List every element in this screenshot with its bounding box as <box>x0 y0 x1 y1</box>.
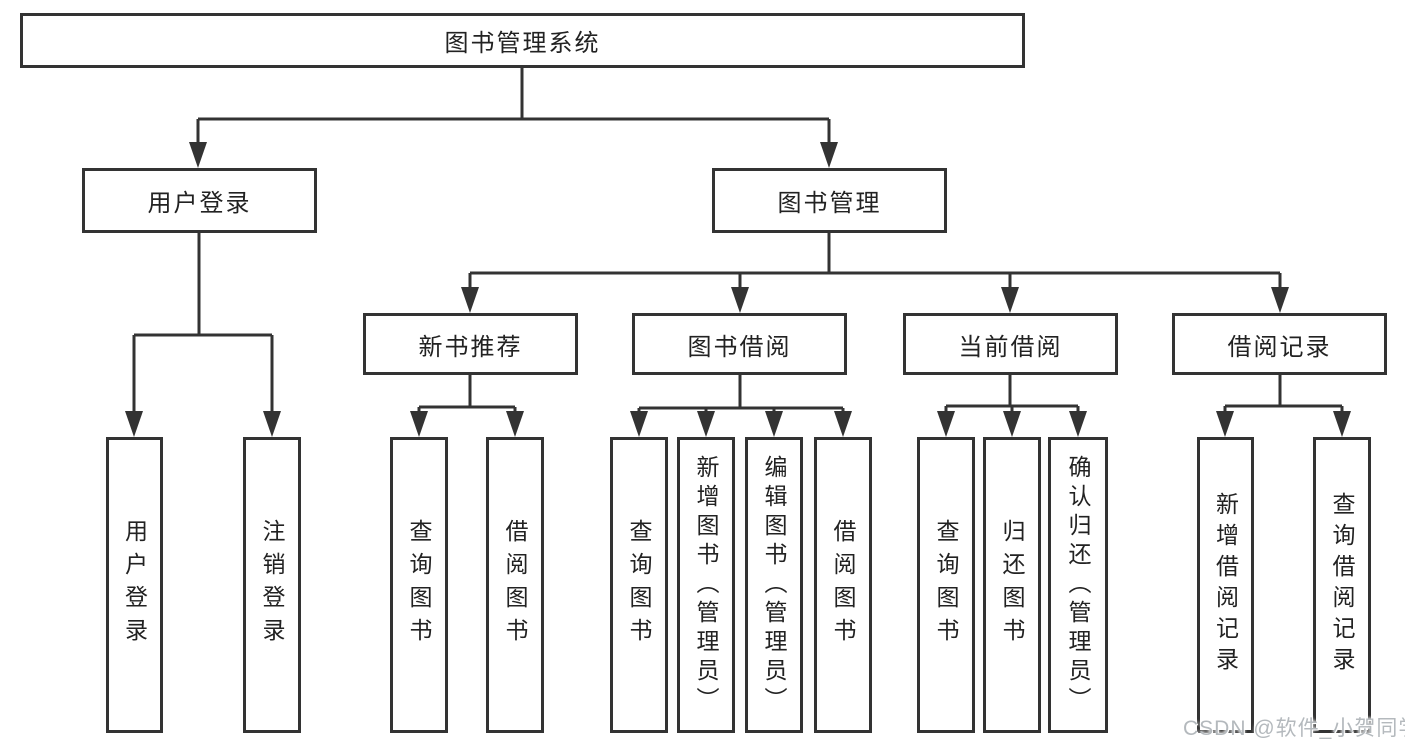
node-user-login-label: 用户登录 <box>147 190 252 217</box>
leaf-edit-book-admin-label: 编辑图书（管理员） <box>761 454 787 716</box>
node-new-book-recommend-label: 新书推荐 <box>418 333 523 361</box>
node-book-management: 图书管理 <box>712 168 947 233</box>
leaf-user-login: 用户登录 <box>106 437 163 733</box>
csdn-watermark: CSDN @软件_小贺同学 <box>1183 717 1405 740</box>
leaf-query-books-current: 查询图书 <box>917 437 975 733</box>
leaf-borrow-books-recommend: 借阅图书 <box>486 437 544 733</box>
leaf-query-books-borrowing-label: 查询图书 <box>626 519 652 651</box>
leaf-query-borrow-record-label: 查询借阅记录 <box>1329 492 1355 678</box>
leaf-borrow-books-borrowing: 借阅图书 <box>814 437 872 733</box>
node-user-login: 用户登录 <box>82 168 317 233</box>
node-borrow-records-label: 借阅记录 <box>1227 333 1332 361</box>
leaf-query-books-recommend-label: 查询图书 <box>406 519 432 651</box>
leaf-borrow-books-borrowing-label: 借阅图书 <box>830 519 856 651</box>
leaf-add-borrow-record-label: 新增借阅记录 <box>1212 492 1239 678</box>
leaf-query-books-recommend: 查询图书 <box>390 437 448 733</box>
node-root: 图书管理系统 <box>20 13 1025 68</box>
leaf-add-borrow-record: 新增借阅记录 <box>1197 437 1254 733</box>
leaf-query-borrow-record: 查询借阅记录 <box>1313 437 1371 733</box>
leaf-return-books: 归还图书 <box>983 437 1041 733</box>
leaf-confirm-return-admin-label: 确认归还（管理员） <box>1065 454 1091 716</box>
leaf-add-book-admin-label: 新增图书（管理员） <box>693 454 719 716</box>
node-book-borrowing-label: 图书借阅 <box>687 333 792 361</box>
node-book-borrowing: 图书借阅 <box>632 313 847 375</box>
leaf-borrow-books-recommend-label: 借阅图书 <box>502 519 528 651</box>
node-book-management-label: 图书管理 <box>777 190 882 217</box>
leaf-edit-book-admin: 编辑图书（管理员） <box>745 437 803 733</box>
node-root-label: 图书管理系统 <box>444 30 601 57</box>
leaf-user-login-label: 用户登录 <box>121 519 148 651</box>
node-current-borrowing: 当前借阅 <box>903 313 1118 375</box>
leaf-confirm-return-admin: 确认归还（管理员） <box>1048 437 1108 733</box>
node-borrow-records: 借阅记录 <box>1172 313 1387 375</box>
leaf-query-books-borrowing: 查询图书 <box>610 437 668 733</box>
leaf-query-books-current-label: 查询图书 <box>933 519 959 651</box>
leaf-logout-label: 注销登录 <box>259 519 285 651</box>
leaf-return-books-label: 归还图书 <box>999 519 1025 651</box>
leaf-logout: 注销登录 <box>243 437 301 733</box>
node-new-book-recommend: 新书推荐 <box>363 313 578 375</box>
node-current-borrowing-label: 当前借阅 <box>958 333 1063 361</box>
leaf-add-book-admin: 新增图书（管理员） <box>677 437 735 733</box>
